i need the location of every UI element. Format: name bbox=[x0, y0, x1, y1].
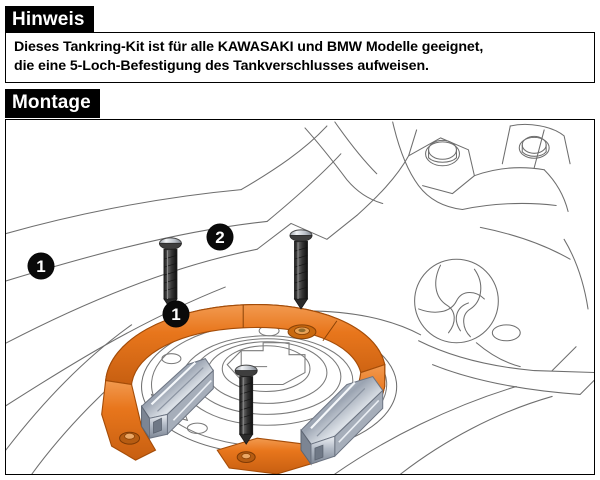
section-label-hinweis: Hinweis bbox=[5, 6, 94, 35]
montage-chip-text: Montage bbox=[5, 89, 100, 118]
hinweis-note-line-1: Dieses Tankring-Kit ist für alle KAWASAK… bbox=[14, 39, 484, 55]
tankring-technical-drawing bbox=[6, 121, 594, 474]
tankring-seams bbox=[242, 304, 338, 342]
montage-illustration-frame: 1 1 2 bbox=[5, 119, 595, 475]
clamp-right bbox=[300, 375, 384, 466]
clamp-left bbox=[140, 358, 214, 440]
hinweis-note-line-2: die eine 5-Loch-Befestigung des Tankvers… bbox=[14, 57, 429, 74]
screw-front bbox=[234, 364, 258, 445]
callout-badge-1-front: 1 bbox=[163, 301, 189, 327]
callout-badge-1-left: 1 bbox=[28, 253, 54, 279]
hinweis-chip-text: Hinweis bbox=[5, 6, 94, 35]
section-label-montage: Montage bbox=[5, 89, 100, 118]
screw-rear bbox=[289, 229, 313, 310]
callout-badge-2-rear: 2 bbox=[207, 224, 233, 250]
tankring-left-ear bbox=[101, 379, 157, 461]
screw-left bbox=[158, 237, 182, 310]
hinweis-note-box: Dieses Tankring-Kit ist für alle KAWASAK… bbox=[5, 32, 595, 83]
